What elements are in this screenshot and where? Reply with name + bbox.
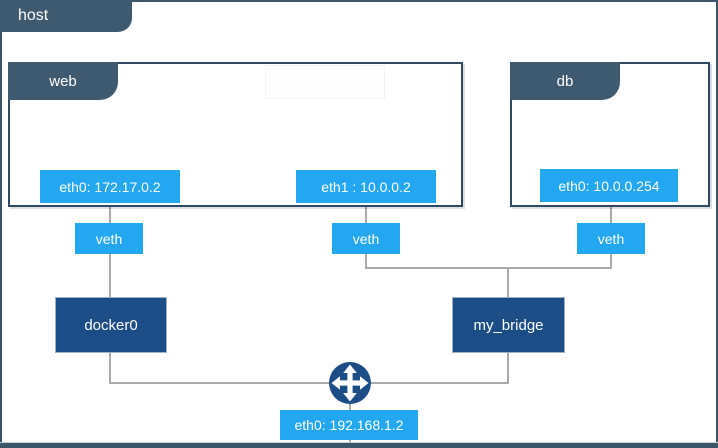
interface-chip-host-eth0: eth0: 192.168.1.2 <box>280 410 418 440</box>
connector-line <box>109 382 331 384</box>
bridge-node-label: docker0 <box>84 316 138 334</box>
veth-chip-3: veth <box>577 223 645 254</box>
interface-chip-db-eth0: eth0: 10.0.0.254 <box>540 169 678 202</box>
connector-line <box>507 353 509 384</box>
interface-chip-label: eth0: 172.17.0.2 <box>59 178 161 195</box>
veth-chip-label: veth <box>352 230 380 247</box>
connector-line <box>610 254 612 269</box>
interface-chip-label: eth0: 10.0.0.254 <box>558 177 660 194</box>
host-frame-bottom-highlight <box>0 442 718 443</box>
veth-chip-label: veth <box>597 230 625 247</box>
bridge-node-docker0: docker0 <box>55 297 167 353</box>
connector-line <box>349 403 351 411</box>
veth-chip-label: veth <box>95 230 123 247</box>
connector-line <box>507 268 509 298</box>
container-db-tab: db <box>510 62 620 100</box>
connector-line <box>109 254 111 298</box>
veth-chip-2: veth <box>332 223 400 254</box>
faint-placeholder-box <box>265 65 385 99</box>
connector-line <box>610 202 612 224</box>
veth-chip-1: veth <box>75 223 143 254</box>
bridge-node-my-bridge: my_bridge <box>452 297 565 353</box>
connector-line <box>365 267 612 269</box>
interface-chip-label: eth1 : 10.0.0.2 <box>321 178 411 195</box>
connector-line <box>370 382 509 384</box>
host-tab: host <box>0 0 132 32</box>
connector-line <box>365 202 367 224</box>
interface-chip-web-eth0: eth0: 172.17.0.2 <box>40 170 180 203</box>
bridge-node-label: my_bridge <box>473 316 544 334</box>
container-db-label: db <box>556 72 574 90</box>
container-web-tab: web <box>8 62 118 100</box>
router-crossed-arrows-icon <box>328 361 372 405</box>
connector-line <box>109 353 111 384</box>
container-web-label: web <box>49 72 77 90</box>
host-label: host <box>18 7 49 24</box>
interface-chip-label: eth0: 192.168.1.2 <box>294 417 404 433</box>
interface-chip-web-eth1: eth1 : 10.0.0.2 <box>296 170 436 203</box>
connector-line <box>365 254 367 269</box>
host-frame-bottom-border <box>0 443 718 448</box>
connector-line <box>109 202 111 224</box>
